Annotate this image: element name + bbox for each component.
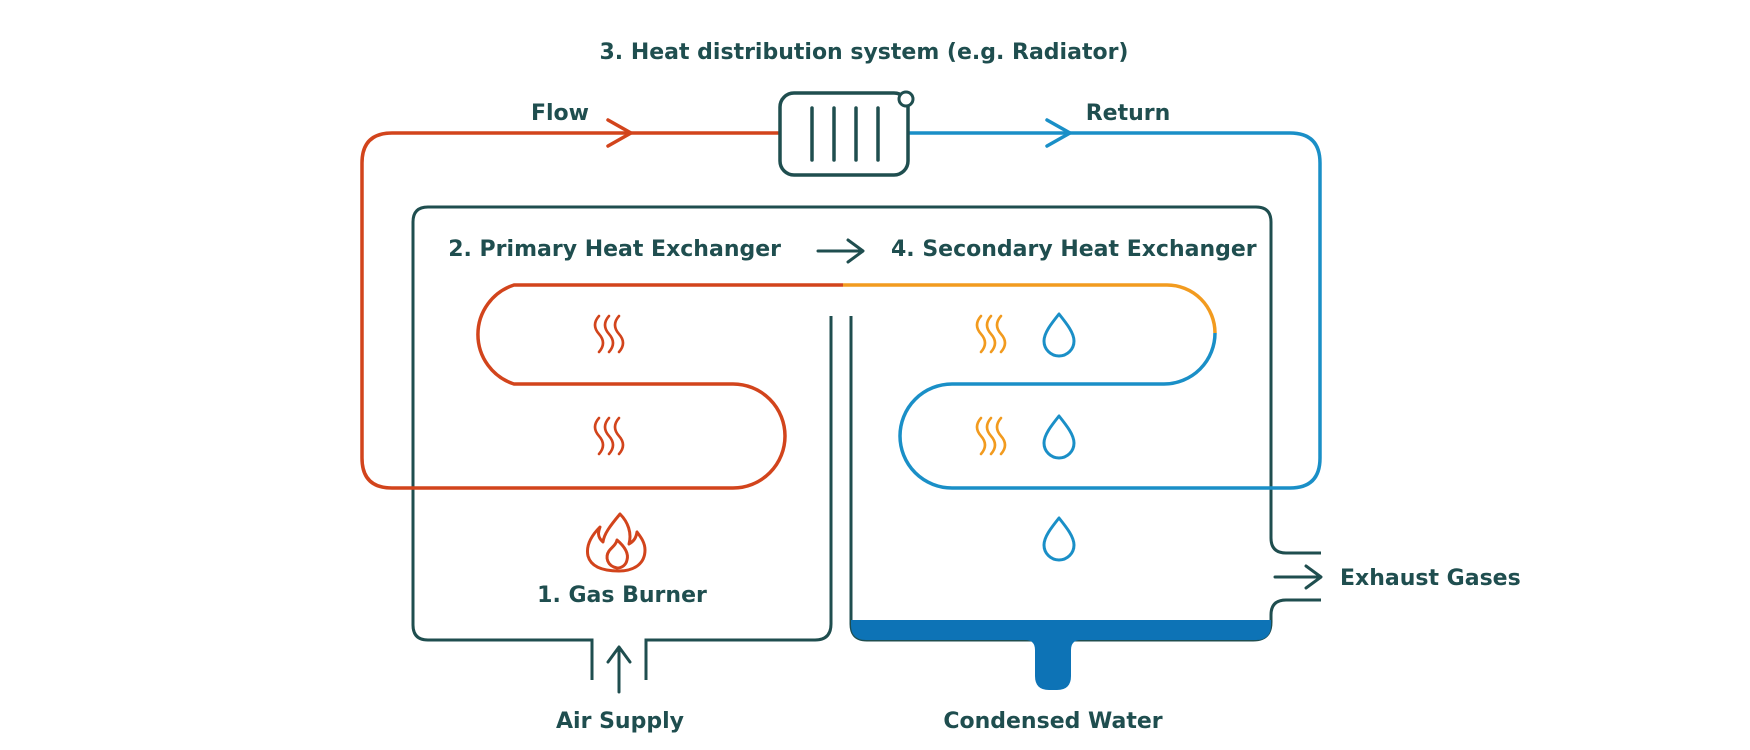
air-supply-label: Air Supply bbox=[556, 709, 684, 734]
exhaust-gases-label: Exhaust Gases bbox=[1340, 566, 1521, 591]
gas-burner-label: 1. Gas Burner bbox=[537, 583, 707, 608]
exhaust-arrow-icon bbox=[1273, 564, 1323, 590]
arrow-right-icon bbox=[816, 238, 865, 264]
primary-heat-exchanger-label: 2. Primary Heat Exchanger bbox=[448, 237, 781, 262]
flow-pipe bbox=[360, 131, 843, 490]
water-drop-icon bbox=[1042, 414, 1076, 460]
water-drop-icon bbox=[1042, 312, 1076, 358]
condensate-tray bbox=[851, 620, 1271, 690]
air-supply-arrow-icon bbox=[606, 645, 632, 694]
return-arrow-icon bbox=[1045, 118, 1072, 148]
flow-arrow-icon bbox=[606, 118, 633, 148]
flow-label: Flow bbox=[531, 101, 589, 126]
secondary-hx-warm-pipe bbox=[843, 283, 1217, 334]
heat-waves-icon bbox=[593, 314, 625, 354]
water-drop-icon bbox=[1042, 516, 1076, 562]
return-pipe bbox=[898, 131, 1322, 490]
return-label: Return bbox=[1086, 101, 1171, 126]
boiler-housing bbox=[411, 205, 1321, 680]
heat-waves-icon bbox=[975, 314, 1007, 354]
heat-distribution-label: 3. Heat distribution system (e.g. Radiat… bbox=[600, 40, 1129, 65]
condensed-water-label: Condensed Water bbox=[943, 709, 1162, 734]
secondary-heat-exchanger-label: 4. Secondary Heat Exchanger bbox=[891, 237, 1257, 262]
radiator-icon bbox=[778, 90, 915, 177]
flame-icon bbox=[586, 512, 647, 573]
combustion-chamber-divider bbox=[644, 316, 833, 680]
heat-waves-icon bbox=[975, 416, 1007, 456]
heat-waves-icon bbox=[593, 416, 625, 456]
